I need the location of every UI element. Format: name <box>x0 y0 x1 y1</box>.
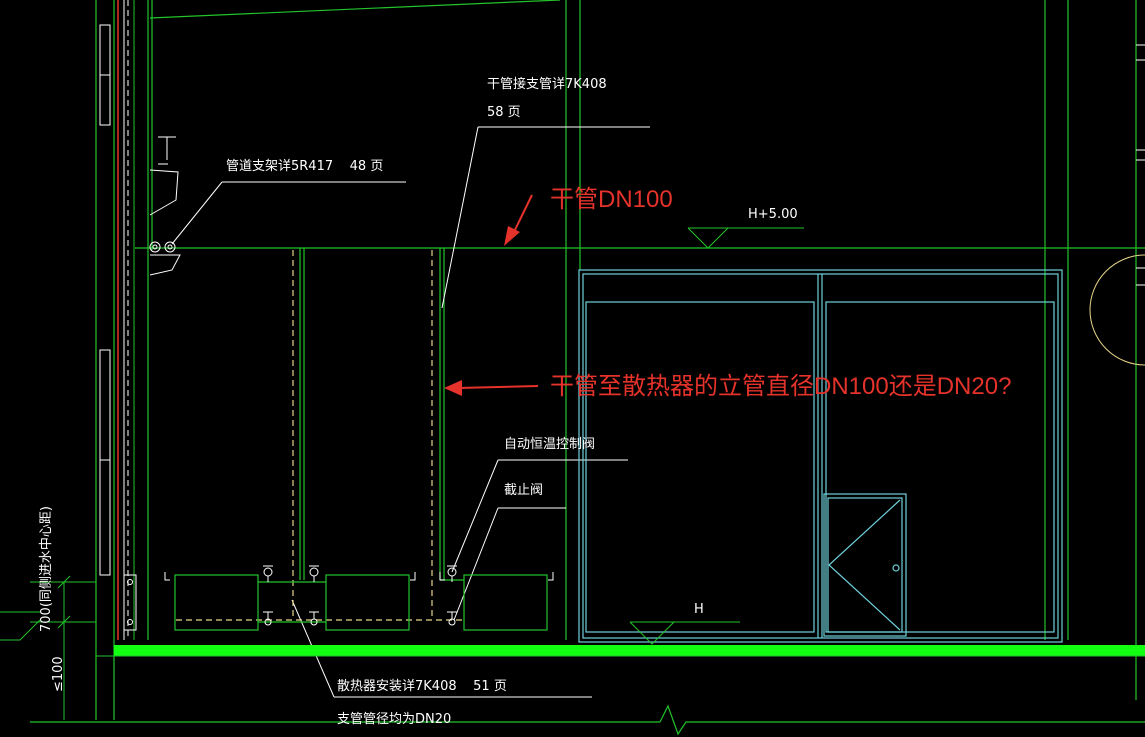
stop-valve-icon <box>309 611 319 626</box>
radiator-install-note: 散热器安装详7K408 51 页 <box>337 679 507 694</box>
door-swing-arc <box>1089 254 1145 366</box>
elevation-top-label: H+5.00 <box>748 207 798 222</box>
radiator-2 <box>325 574 410 631</box>
dimension-lines <box>0 575 96 720</box>
elevation-marker-floor <box>629 621 740 645</box>
stop-valve-label: 截止阀 <box>504 483 543 498</box>
branch-detail-line1: 干管接支管详7K408 <box>487 76 607 92</box>
radiator-brackets <box>164 572 554 581</box>
floor-slab <box>114 645 1145 656</box>
leader-lines <box>171 126 650 698</box>
left-column <box>99 0 137 640</box>
thermostatic-valve-icon <box>309 565 319 582</box>
pipe-support-bracket <box>149 136 181 276</box>
main-pipe-arrow <box>504 194 533 246</box>
pipe-support-note: 管道支架详5R417 48 页 <box>226 159 383 174</box>
thermostatic-valve-icon <box>263 565 273 582</box>
main-pipe-annotation: 干管DN100 <box>550 186 673 213</box>
branch-diameter-note: 支管管径均为DN20 <box>337 712 451 727</box>
question-annotation: 干管至散热器的立管直径DN100还是DN20? <box>550 373 1011 400</box>
thermostatic-valve-icon <box>447 565 457 582</box>
radiator-3 <box>463 574 548 631</box>
wall-lines <box>30 0 1145 736</box>
riser-arrow <box>444 380 539 396</box>
return-pipes <box>176 250 464 621</box>
stop-valve-icon <box>263 611 273 626</box>
dimension-700-label: 700(同侧进水中心距) <box>39 506 54 632</box>
door <box>823 493 907 637</box>
dimension-100-label: ≤100 <box>51 656 66 692</box>
radiators <box>174 574 548 631</box>
branch-detail-line2: 58 页 <box>487 105 521 120</box>
stop-valve-icon <box>447 611 457 626</box>
thermostatic-valve-label: 自动恒温控制阀 <box>504 437 595 452</box>
radiator-1 <box>174 574 259 631</box>
valves <box>263 565 457 626</box>
window <box>578 269 1063 643</box>
elevation-floor-label: H <box>694 602 704 617</box>
right-edge-ticks <box>1136 44 1145 286</box>
elevation-marker-top <box>687 227 804 249</box>
